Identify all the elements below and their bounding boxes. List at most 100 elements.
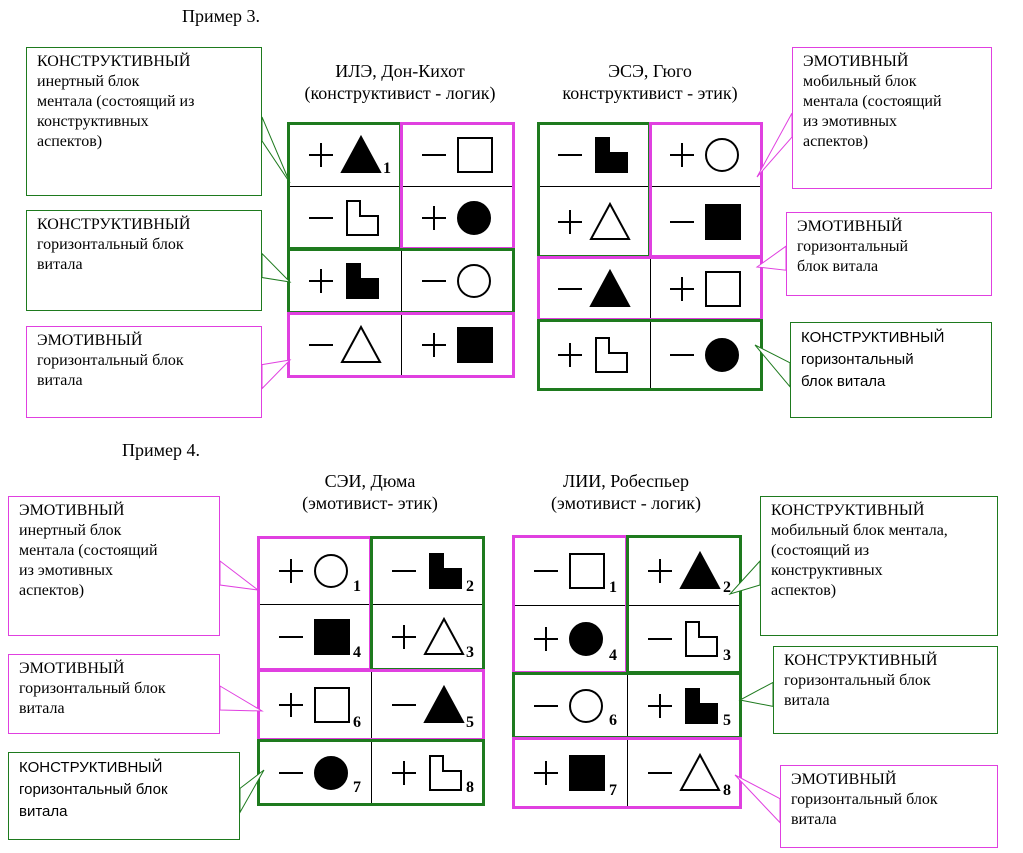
type-title-ile: ИЛЭ, Дон-Кихот (конструктивист - логик) bbox=[270, 60, 530, 104]
aspect-symbol bbox=[421, 200, 491, 235]
circle-filled-icon bbox=[569, 622, 603, 656]
callout-text: КОНСТРУКТИВНЫЙ горизонтальный блок витал… bbox=[26, 210, 262, 311]
lshape-empty-icon bbox=[685, 621, 718, 657]
aspect-cell: 3 bbox=[371, 604, 484, 670]
aspect-cell bbox=[538, 320, 650, 390]
type-name: ЭСЭ, Гюго bbox=[608, 61, 692, 81]
aspect-symbol bbox=[278, 619, 350, 655]
function-index: 6 bbox=[609, 712, 617, 729]
aspect-symbol bbox=[534, 552, 605, 589]
triangle-empty-icon bbox=[679, 752, 721, 791]
aspect-symbol bbox=[648, 550, 721, 589]
square-filled-icon bbox=[569, 755, 605, 791]
callout-text: ЭМОТИВНЫЙ горизонтальный блок витала bbox=[8, 654, 220, 734]
triangle-empty-icon bbox=[422, 616, 465, 655]
circle-empty-icon bbox=[313, 553, 348, 588]
circle-empty-icon bbox=[569, 688, 603, 723]
aspect-cell bbox=[650, 123, 762, 186]
aspect-symbol bbox=[308, 199, 379, 236]
callout-text: ЭМОТИВНЫЙ мобильный блок ментала (состоя… bbox=[792, 47, 992, 189]
function-index: 7 bbox=[353, 779, 361, 796]
aspect-cell: 7 bbox=[513, 738, 627, 808]
aspect-cell: 4 bbox=[513, 605, 627, 673]
function-index: 3 bbox=[466, 644, 474, 661]
aspect-cell bbox=[650, 186, 762, 257]
function-index: 7 bbox=[609, 782, 617, 799]
aspect-cell: 1 bbox=[513, 536, 627, 605]
aspect-symbol bbox=[534, 622, 603, 656]
lshape-filled-icon bbox=[685, 687, 718, 724]
aspect-symbol bbox=[558, 337, 628, 373]
callout-text: ЭМОТИВНЫЙ горизонтальный блок витала bbox=[786, 212, 992, 296]
callout-text: КОНСТРУКТИВНЫЙ горизонтальный блок витал… bbox=[773, 646, 998, 734]
example-4-heading: Пример 4. bbox=[122, 440, 201, 460]
aspect-cell: 5 bbox=[371, 670, 484, 740]
type-subtitle: (конструктивист - логик) bbox=[304, 83, 496, 103]
aspect-cell bbox=[538, 123, 650, 186]
aspect-cell bbox=[288, 186, 401, 249]
lshape-filled-icon bbox=[595, 136, 628, 173]
aspect-symbol bbox=[391, 616, 465, 655]
circle-filled-icon bbox=[705, 338, 739, 372]
aspect-cell: 8 bbox=[627, 738, 741, 808]
aspect-symbol bbox=[558, 268, 631, 307]
lshape-empty-icon bbox=[595, 337, 628, 373]
lshape-filled-icon bbox=[345, 263, 379, 299]
circle-filled-icon bbox=[313, 755, 348, 790]
triangle-empty-icon bbox=[589, 201, 631, 240]
type-title-sei: СЭИ, Дюма (эмотивист- этик) bbox=[240, 470, 500, 514]
aspect-symbol bbox=[670, 338, 739, 372]
aspect-symbol bbox=[648, 752, 721, 791]
type-name: СЭИ, Дюма bbox=[324, 471, 416, 491]
type-subtitle: (эмотивист- этик) bbox=[302, 493, 438, 513]
function-index: 3 bbox=[723, 647, 731, 664]
aspect-cell: 4 bbox=[258, 604, 371, 670]
circle-empty-icon bbox=[705, 137, 739, 172]
aspect-cell: 3 bbox=[627, 605, 741, 673]
aspect-symbol bbox=[278, 553, 348, 588]
aspect-symbol bbox=[558, 136, 628, 173]
type-subtitle: конструктивист - этик) bbox=[562, 83, 738, 103]
type-subtitle: (эмотивист - логик) bbox=[551, 493, 701, 513]
function-index: 4 bbox=[353, 644, 361, 661]
triangle-filled-icon bbox=[589, 268, 631, 307]
triangle-filled-icon bbox=[339, 134, 382, 173]
callout-text: ЭМОТИВНЫЙ горизонтальный блок витала bbox=[26, 326, 262, 418]
type-name: ИЛЭ, Дон-Кихот bbox=[335, 61, 465, 81]
aspect-cell bbox=[401, 313, 514, 377]
function-index: 2 bbox=[723, 579, 731, 596]
aspect-symbol bbox=[391, 754, 462, 791]
aspect-symbol bbox=[278, 755, 348, 790]
function-index: 6 bbox=[353, 714, 361, 731]
aspect-symbol bbox=[670, 270, 741, 307]
aspect-symbol bbox=[308, 263, 379, 299]
lshape-filled-icon bbox=[428, 552, 462, 589]
aspect-symbol bbox=[391, 684, 465, 723]
square-empty-icon bbox=[456, 136, 493, 173]
aspect-symbol bbox=[670, 203, 741, 240]
aspect-cell: 6 bbox=[513, 673, 627, 738]
aspect-symbol bbox=[278, 687, 350, 723]
example-3-heading: Пример 3. bbox=[182, 6, 261, 26]
type-title-ese: ЭСЭ, Гюго конструктивист - этик) bbox=[520, 60, 780, 104]
aspect-cell: 2 bbox=[627, 536, 741, 605]
square-filled-icon bbox=[705, 203, 741, 240]
aspect-symbol bbox=[421, 136, 493, 173]
aspect-cell: 6 bbox=[258, 670, 371, 740]
square-empty-icon bbox=[705, 270, 741, 307]
callout-text: КОНСТРУКТИВНЫЙ горизонтальный блок витал… bbox=[8, 752, 240, 840]
aspect-symbol bbox=[534, 688, 603, 723]
callout-text: ЭМОТИВНЫЙ горизонтальный блок витала bbox=[780, 765, 998, 848]
callout-text: ЭМОТИВНЫЙ инертный блок ментала (состоящ… bbox=[8, 496, 220, 636]
aspect-cell: 1 bbox=[288, 123, 401, 186]
aspect-cell bbox=[650, 257, 762, 320]
function-index: 2 bbox=[466, 578, 474, 595]
callout-text: КОНСТРУКТИВНЫЙ мобильный блок ментала, (… bbox=[760, 496, 998, 636]
